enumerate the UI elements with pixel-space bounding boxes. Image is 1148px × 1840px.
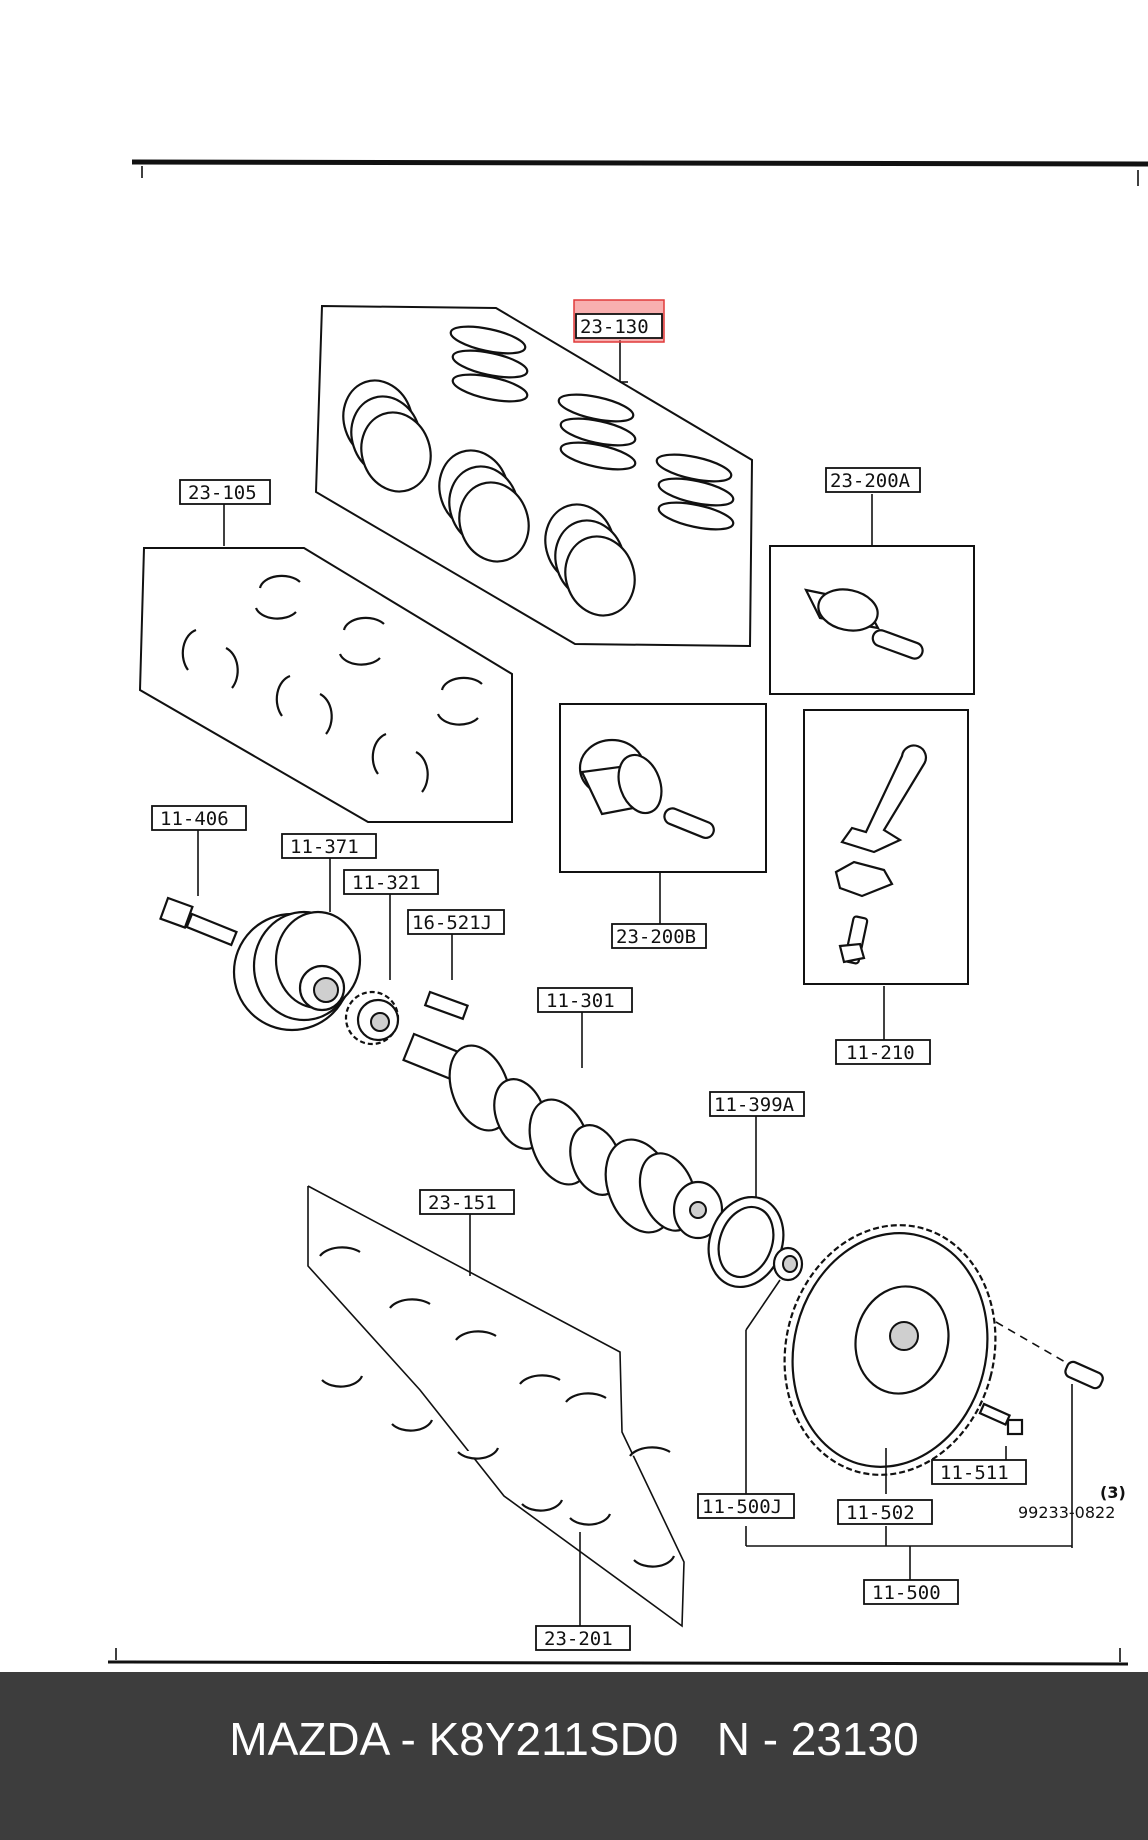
main-bearing-group bbox=[307, 1185, 685, 1628]
label-23-130-text: 23-130 bbox=[580, 316, 649, 338]
label-23-151[interactable]: 23-151 bbox=[419, 1189, 515, 1215]
timing-gear bbox=[344, 894, 400, 1046]
flywheel bbox=[783, 1224, 997, 1494]
label-11-500-text: 11-500 bbox=[872, 1582, 941, 1604]
label-23-201[interactable]: 23-201 bbox=[535, 1625, 631, 1651]
footer-bar: MAZDA - K8Y211SD0 N - 23130 bbox=[0, 1672, 1148, 1840]
piston-ring-set-group bbox=[314, 304, 754, 648]
label-99233-0822[interactable]: (3) 99233-0822 bbox=[1018, 1483, 1126, 1522]
label-11-321-text: 11-321 bbox=[352, 872, 421, 894]
label-11-502[interactable]: 11-502 bbox=[837, 1499, 933, 1525]
label-11-406-text: 11-406 bbox=[160, 808, 229, 830]
flywheel-assy-connector bbox=[745, 1526, 1072, 1580]
diagram-frame bbox=[107, 159, 1148, 1666]
label-23-200a[interactable]: 23-200A bbox=[825, 467, 921, 493]
label-16-521j-text: 16-521J bbox=[412, 912, 492, 934]
exploded-parts-diagram: 23-130 23-105 23-200A 23-200B 11-210 11-… bbox=[107, 159, 1148, 1666]
label-23-200b-text: 23-200B bbox=[616, 926, 696, 948]
label-11-301[interactable]: 11-301 bbox=[537, 987, 633, 1013]
ring-stack-3 bbox=[544, 453, 735, 617]
bearing-shells-upper bbox=[254, 574, 483, 726]
pilot-bearing bbox=[745, 1246, 804, 1494]
label-23-151-text: 23-151 bbox=[428, 1192, 497, 1214]
label-11-321[interactable]: 11-321 bbox=[343, 869, 439, 895]
label-16-521j[interactable]: 16-521J bbox=[407, 909, 505, 935]
label-99233-0822-text: 99233-0822 bbox=[1018, 1503, 1115, 1522]
label-23-200a-text: 23-200A bbox=[830, 470, 911, 492]
ring-stack-2 bbox=[438, 393, 637, 563]
woodruff-key bbox=[423, 934, 469, 1021]
piston-group-a bbox=[769, 494, 975, 695]
label-11-500[interactable]: 11-500 bbox=[863, 1579, 959, 1605]
part-number-caption: MAZDA - K8Y211SD0 N - 23130 bbox=[229, 1713, 919, 1765]
label-11-511[interactable]: 11-511 bbox=[931, 1459, 1027, 1485]
label-11-371[interactable]: 11-371 bbox=[281, 833, 377, 859]
crankshaft bbox=[402, 1012, 724, 1240]
crank-pulley bbox=[232, 858, 362, 1032]
quantity-note: (3) bbox=[1100, 1483, 1126, 1502]
label-11-502-text: 11-502 bbox=[846, 1502, 915, 1524]
label-11-406[interactable]: 11-406 bbox=[151, 805, 247, 831]
dowel-pin bbox=[995, 1321, 1104, 1548]
flywheel-bolt bbox=[978, 1402, 1024, 1460]
label-11-210-text: 11-210 bbox=[846, 1042, 915, 1064]
label-23-105[interactable]: 23-105 bbox=[179, 479, 271, 505]
label-11-511-text: 11-511 bbox=[940, 1462, 1009, 1484]
label-11-301-text: 11-301 bbox=[546, 990, 615, 1012]
piston-group-b bbox=[559, 703, 767, 924]
ring-stack-1 bbox=[342, 325, 529, 493]
label-11-371-text: 11-371 bbox=[290, 836, 359, 858]
label-23-130[interactable]: 23-130 bbox=[575, 313, 663, 339]
bearing-set-group bbox=[138, 504, 513, 823]
label-23-105-text: 23-105 bbox=[188, 482, 257, 504]
label-11-399a[interactable]: 11-399A bbox=[709, 1091, 805, 1117]
label-11-399a-text: 11-399A bbox=[714, 1094, 795, 1116]
label-23-201-text: 23-201 bbox=[544, 1628, 613, 1650]
label-11-500j[interactable]: 11-500J bbox=[697, 1493, 795, 1519]
pulley-bolt bbox=[159, 830, 238, 947]
connecting-rod-group bbox=[803, 709, 969, 1040]
bearing-shells-lower bbox=[181, 628, 429, 793]
label-11-210[interactable]: 11-210 bbox=[835, 1039, 931, 1065]
label-23-200b[interactable]: 23-200B bbox=[611, 923, 707, 949]
rear-oil-seal bbox=[707, 1116, 785, 1289]
label-11-500j-text: 11-500J bbox=[702, 1496, 782, 1518]
